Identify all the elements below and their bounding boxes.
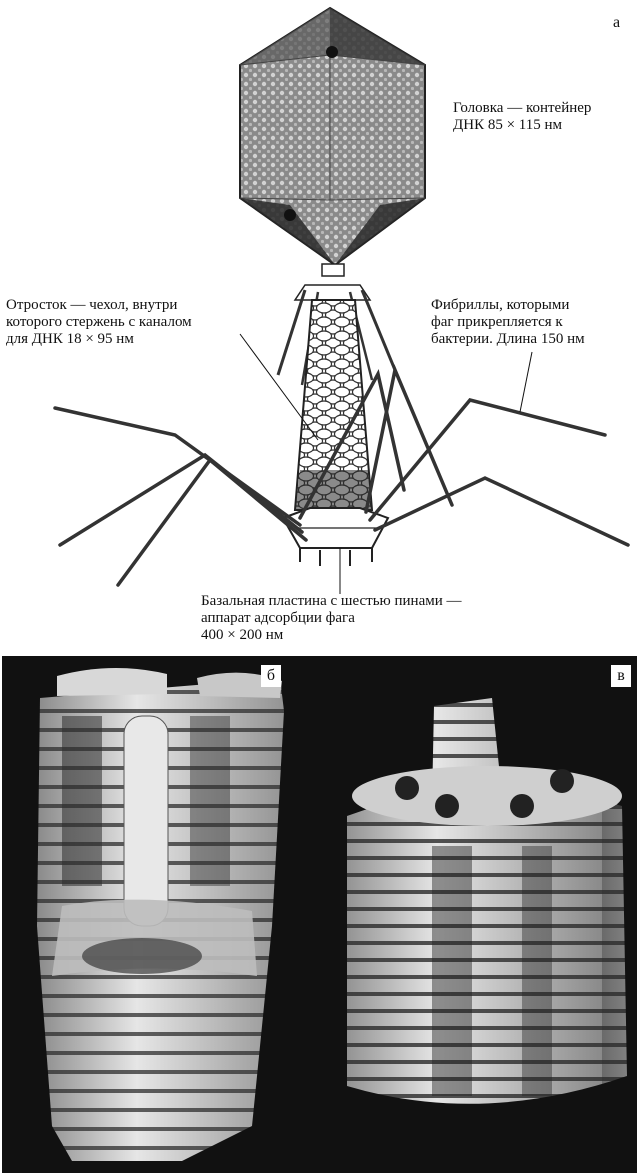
fibrils-label-line: бактерии. Длина 150 нм <box>431 331 585 348</box>
phage-head <box>240 8 425 265</box>
baseplate-label-line: Базальная пластина с шестью пинами — <box>201 593 462 610</box>
tail-label: Отросток — чехол, внутри которого стерже… <box>6 297 192 348</box>
panel-a: а Головка — контейнер ДНК 85 × 115 нм От… <box>0 0 637 655</box>
head-label-line: ДНК 85 × 115 нм <box>453 117 591 134</box>
fibrils-label-line: фаг прикрепляется к <box>431 314 585 331</box>
panel-c-tail-model <box>347 698 627 1104</box>
fibrils-label: Фибриллы, которыми фаг прикрепляется к б… <box>431 297 585 348</box>
panel-b-letter: б <box>261 665 281 687</box>
reconstruction-photo: б в <box>2 656 637 1173</box>
baseplate-label: Базальная пластина с шестью пинами — апп… <box>201 593 462 644</box>
tail-label-line: которого стержень с каналом <box>6 314 192 331</box>
panel-a-letter: а <box>613 14 620 32</box>
tail-label-line: Отросток — чехол, внутри <box>6 297 192 314</box>
reconstruction-image <box>2 656 637 1173</box>
baseplate-label-line: 400 × 200 нм <box>201 627 462 644</box>
baseplate-label-line: аппарат адсорбции фага <box>201 610 462 627</box>
head-label: Головка — контейнер ДНК 85 × 115 нм <box>453 100 591 134</box>
tail-label-line: для ДНК 18 × 95 нм <box>6 331 192 348</box>
panel-b-tail-model <box>37 668 284 1161</box>
fibrils-label-line: Фибриллы, которыми <box>431 297 585 314</box>
panel-c-letter: в <box>611 665 631 687</box>
head-label-line: Головка — контейнер <box>453 100 591 117</box>
leader-lines <box>240 334 532 594</box>
